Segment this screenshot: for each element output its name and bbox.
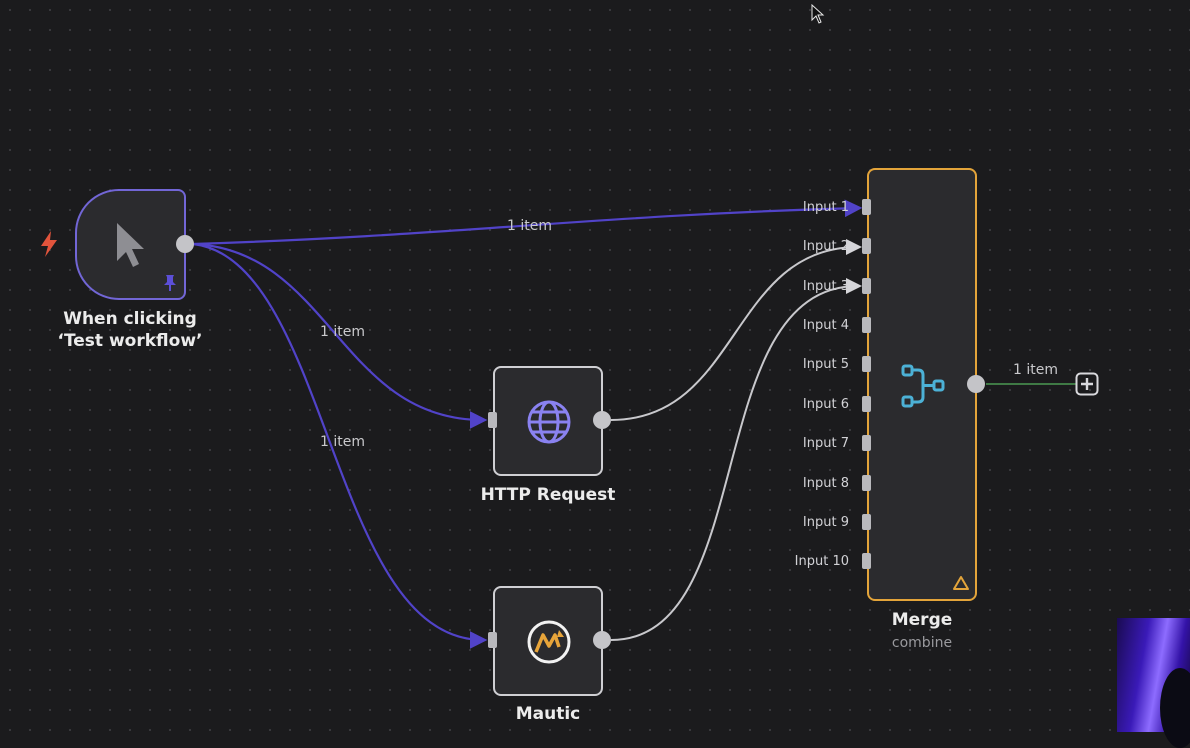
edge-trigger-merge[interactable] [192,199,863,246]
merge-input-label: Input 1 [802,200,849,215]
merge-input-label: Input 5 [802,357,849,372]
http-request-node[interactable] [493,366,603,476]
merge-icon [899,362,947,414]
merge-node[interactable] [867,168,977,601]
edge-label-merge-out: 1 item [1013,362,1058,378]
lightning-icon [38,230,60,262]
merge-input-label: Input 2 [802,239,849,254]
plus-icon[interactable] [1075,372,1099,400]
mouse-pointer-icon [811,3,825,28]
merge-input-label: Input 9 [802,515,849,530]
merge-input-port[interactable] [862,199,871,215]
merge-subtitle: combine [891,635,953,651]
http-input-port[interactable] [488,412,497,428]
merge-input-label: Input 4 [802,318,849,333]
webcam-preview [1117,618,1190,748]
http-request-label: HTTP Request [480,485,616,505]
merge-input-label: Input 3 [802,279,849,294]
merge-output-port[interactable] [967,375,985,393]
edge-label-trigger-http: 1 item [320,324,365,340]
cursor-icon [113,221,147,273]
http-output-port[interactable] [593,411,611,429]
trigger-node[interactable] [75,189,186,300]
merge-input-port[interactable] [862,356,871,372]
merge-input-port[interactable] [862,553,871,569]
merge-input-port[interactable] [862,317,871,333]
merge-input-label: Input 8 [802,476,849,491]
trigger-output-port[interactable] [176,235,194,253]
merge-input-port[interactable] [862,396,871,412]
merge-input-port[interactable] [862,278,871,294]
merge-input-label: Input 10 [794,554,849,569]
edge-http-merge[interactable] [610,239,862,421]
mautic-output-port[interactable] [593,631,611,649]
merge-input-port[interactable] [862,238,871,254]
edge-label-trigger-mautic: 1 item [320,434,365,450]
mautic-input-port[interactable] [488,632,497,648]
merge-input-port[interactable] [862,514,871,530]
mautic-label: Mautic [515,704,581,724]
merge-label: Merge [891,610,953,630]
warning-triangle-icon[interactable] [952,575,970,595]
edge-mautic-merge[interactable] [610,278,862,641]
merge-input-port[interactable] [862,435,871,451]
trigger-node-label: When clicking ‘Test workflow’ [57,309,203,351]
merge-input-label: Input 6 [802,397,849,412]
mautic-logo-icon [526,619,572,669]
edge-label-trigger-merge: 1 item [507,218,552,234]
globe-icon [526,399,572,449]
mautic-node[interactable] [493,586,603,696]
merge-input-port[interactable] [862,475,871,491]
pin-icon[interactable] [163,274,177,296]
edge-trigger-http[interactable] [192,242,488,429]
workflow-connections [192,199,1076,649]
edge-trigger-mautic[interactable] [192,242,488,649]
merge-input-label: Input 7 [802,436,849,451]
